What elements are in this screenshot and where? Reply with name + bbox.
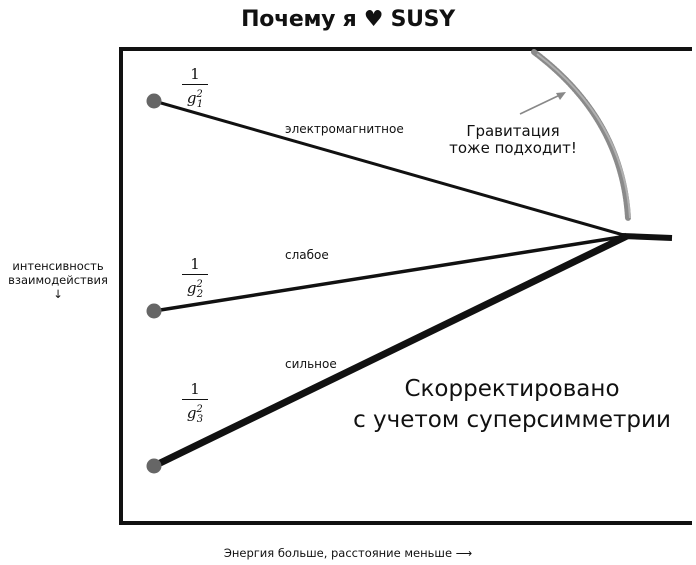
- fraction-numerator: 1: [190, 65, 200, 83]
- gravity-arrowhead: [556, 92, 566, 100]
- fraction-bar: [182, 399, 208, 400]
- y-axis-label-line1: интенсивность: [12, 259, 104, 273]
- gravity-arrow: [519, 93, 563, 115]
- fraction-numerator: 1: [190, 255, 200, 273]
- susy-note-line1: Скорректировано: [404, 376, 620, 402]
- gravity-note: Гравитация тоже подходит!: [428, 123, 598, 157]
- strong-coupling-label: сильное: [285, 357, 337, 371]
- susy-note-line2: с учетом суперсимметрии: [353, 407, 671, 433]
- plot-frame: [119, 47, 692, 525]
- susy-note: Скорректировано с учетом суперсимметрии: [352, 374, 672, 436]
- title-prefix: Почему я: [241, 7, 357, 32]
- em-coupling-label: электромагнитное: [285, 122, 404, 136]
- gravity-note-line2: тоже подходит!: [449, 139, 577, 157]
- diagram-title: Почему я ♥ SUSY: [0, 7, 696, 32]
- fraction-numerator: 1: [190, 380, 200, 398]
- weak-coupling-line: [153, 234, 628, 313]
- weak-coupling-fraction: 1 g22: [180, 255, 210, 304]
- fraction-denominator: g22: [186, 279, 204, 300]
- strong-coupling-line: [152, 232, 629, 470]
- unified-coupling-line: [621, 233, 673, 241]
- weak-coupling-label: слабое: [285, 248, 329, 262]
- fraction-bar: [182, 274, 208, 275]
- y-axis-label: интенсивность взаимодействия ↓: [2, 259, 114, 301]
- em-coupling-fraction: 1 g21: [180, 65, 210, 114]
- fraction-denominator: g21: [186, 89, 204, 110]
- title-suffix: SUSY: [390, 7, 456, 32]
- em-coupling-line: [153, 99, 628, 238]
- strong-coupling-dot: [146, 458, 162, 474]
- gravity-note-line1: Гравитация: [466, 122, 560, 140]
- down-arrow-icon: ↓: [53, 287, 63, 301]
- heart-icon: ♥: [363, 7, 384, 32]
- em-coupling-dot: [146, 93, 162, 109]
- fraction-bar: [182, 84, 208, 85]
- fraction-denominator: g23: [186, 404, 204, 425]
- weak-coupling-dot: [146, 303, 162, 319]
- strong-coupling-fraction: 1 g23: [180, 380, 210, 429]
- gravity-arc-inner: [536, 53, 631, 219]
- x-axis-label: Энергия больше, расстояние меньше ⟶: [223, 546, 473, 560]
- y-axis-label-line2: взаимодействия: [8, 273, 108, 287]
